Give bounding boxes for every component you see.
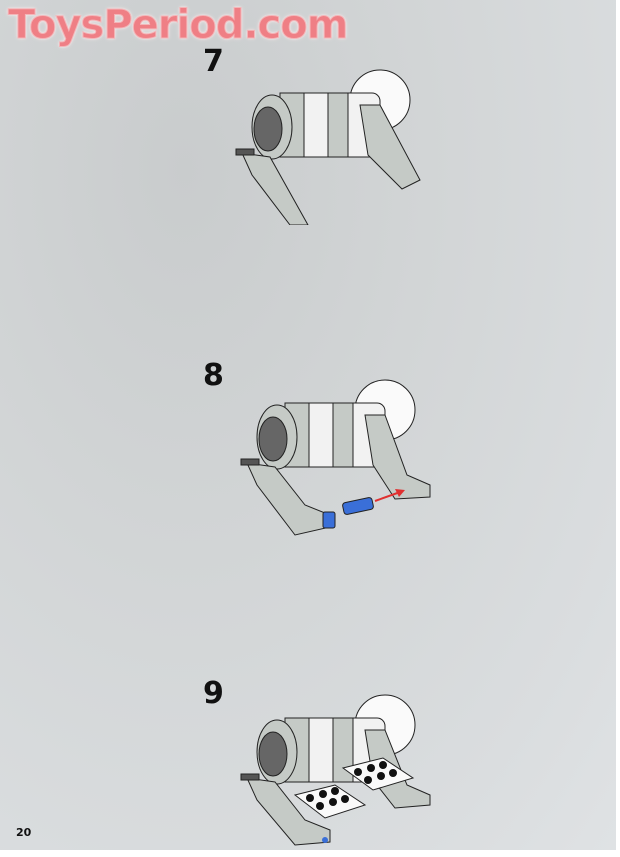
page-number: 20 bbox=[16, 826, 32, 839]
assembly-step-7-illustration bbox=[235, 69, 421, 225]
step-number-7: 7 bbox=[203, 44, 224, 79]
assembly-step-8-illustration bbox=[240, 379, 431, 536]
watermark: ToysPeriod.com bbox=[7, 2, 348, 49]
step-number-8: 8 bbox=[203, 358, 224, 393]
assembly-step-9-illustration bbox=[240, 694, 431, 846]
step-number-9: 9 bbox=[203, 676, 224, 711]
